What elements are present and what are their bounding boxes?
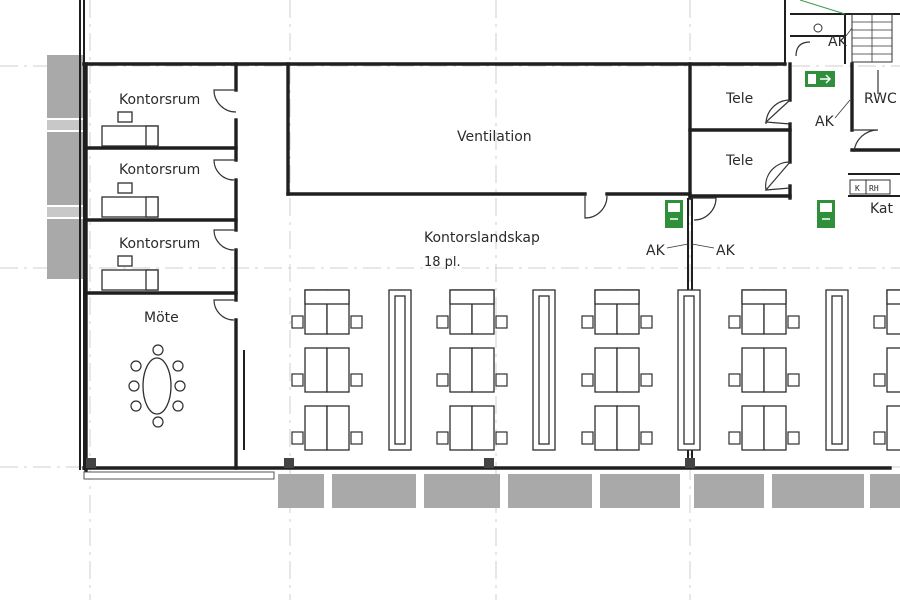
desk-icon [101, 111, 159, 147]
chair-icon [787, 373, 800, 387]
desk-icon [763, 405, 787, 451]
chair-icon [495, 431, 508, 445]
desk-icon [616, 405, 640, 451]
chair-icon [728, 373, 741, 387]
room-label-rwc: RWC [864, 91, 897, 107]
desk-icon [101, 255, 159, 291]
kat-boxes: K RH [849, 179, 891, 195]
desk-icon [594, 347, 618, 393]
desk-icon [886, 289, 900, 305]
room-label-kontorsrum-3: Kontorsrum [119, 236, 200, 252]
room-label-kontorsrum-2: Kontorsrum [119, 162, 200, 178]
storage-cabinet [683, 295, 695, 445]
desk-icon [326, 347, 350, 393]
emergency-exit-sign-icon [817, 200, 835, 228]
storage-cabinet [831, 295, 843, 445]
room-label-kontorsrum-1: Kontorsrum [119, 92, 200, 108]
chair-icon [291, 431, 304, 445]
storage-cabinet [538, 295, 550, 445]
chair-icon [436, 431, 449, 445]
room-label-mote: Möte [144, 310, 179, 326]
chair-icon [640, 373, 653, 387]
svg-text:K: K [855, 184, 860, 193]
stair-icon [795, 0, 893, 63]
room-label-ventilation: Ventilation [457, 129, 532, 145]
chair-icon [873, 373, 886, 387]
svg-text:RH: RH [869, 184, 879, 193]
chair-icon [581, 373, 594, 387]
room-label-places: 18 pl. [424, 255, 461, 270]
desk-icon [304, 405, 328, 451]
chair-icon [291, 373, 304, 387]
chair-icon [581, 315, 594, 329]
desk-icon [594, 405, 618, 451]
emergency-exit-sign-icon [665, 200, 683, 228]
chair-icon [350, 315, 363, 329]
desk-icon [886, 347, 900, 393]
chair-icon [787, 431, 800, 445]
chair-icon [436, 373, 449, 387]
desk-icon [763, 347, 787, 393]
chair-icon [640, 315, 653, 329]
desk-icon [449, 405, 473, 451]
chair-icon [787, 315, 800, 329]
walls [82, 0, 900, 472]
chair-icon [495, 373, 508, 387]
desk-icon [326, 405, 350, 451]
desk-icon [101, 182, 159, 218]
desk-icon [304, 347, 328, 393]
desk-icon [886, 405, 900, 451]
room-label-tele-1: Tele [725, 91, 753, 107]
desk-icon [741, 347, 765, 393]
chair-icon [495, 315, 508, 329]
chair-icon [873, 315, 886, 329]
ak-label-left-mid: AK [646, 243, 666, 259]
room-label-kat: Kat [870, 201, 894, 217]
desk-icon [741, 405, 765, 451]
desk-icon [594, 289, 640, 305]
ak-label-top: AK [828, 34, 848, 50]
ak-label-right-mid: AK [716, 243, 736, 259]
desk-icon [471, 347, 495, 393]
desk-icon [741, 289, 787, 305]
room-label-kontorslandskap: Kontorslandskap [424, 230, 540, 246]
storage-cabinet [394, 295, 406, 445]
chair-icon [350, 373, 363, 387]
chair-icon [728, 315, 741, 329]
chair-icon [581, 431, 594, 445]
workstations [291, 289, 900, 451]
desk-icon [304, 289, 350, 305]
chair-icon [728, 431, 741, 445]
left-facade [47, 0, 85, 470]
desk-icon [449, 289, 495, 305]
chair-icon [350, 431, 363, 445]
ak-label-right: AK [815, 114, 835, 130]
chair-icon [640, 431, 653, 445]
emergency-exit-sign-icon [805, 71, 835, 87]
chair-icon [291, 315, 304, 329]
ak-leaders [666, 27, 853, 249]
chair-icon [873, 431, 886, 445]
bottom-facade [83, 471, 900, 508]
desk-icon [471, 405, 495, 451]
room-label-tele-2: Tele [725, 153, 753, 169]
office-desks [101, 111, 159, 291]
meeting-table [128, 344, 186, 428]
desk-icon [616, 347, 640, 393]
door-swing-icon [213, 70, 879, 321]
desk-icon [449, 347, 473, 393]
chair-icon [436, 315, 449, 329]
